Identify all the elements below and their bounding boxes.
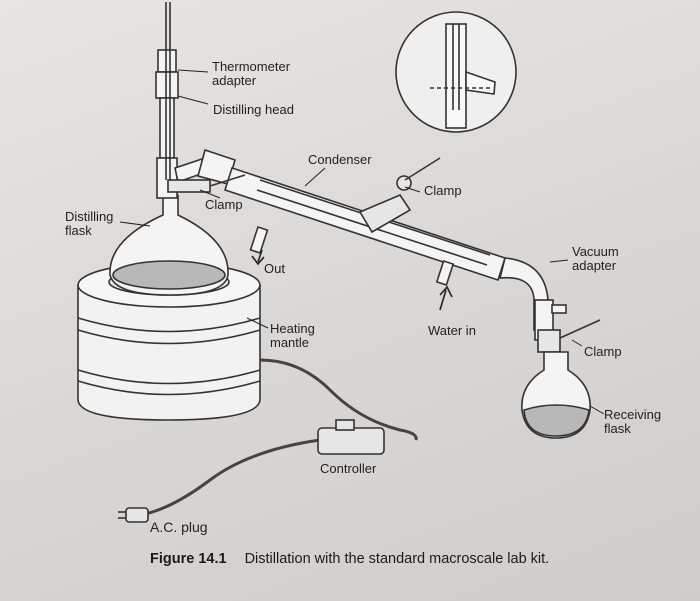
label-clamp-condenser: Clamp	[424, 183, 462, 198]
figure-caption: Figure 14.1 Distillation with the standar…	[150, 551, 549, 567]
water-in-arrow	[439, 285, 453, 311]
condenser	[223, 166, 507, 287]
figure-number: Figure 14.1	[150, 551, 227, 567]
label-receiving-flask: Receiving flask	[604, 407, 662, 436]
label-distilling-head: Distilling head	[213, 102, 294, 117]
label-ac-plug: A.C. plug	[150, 519, 208, 535]
water-out-arrow	[251, 249, 265, 266]
vacuum-adapter	[498, 257, 601, 353]
label-condenser: Condenser	[308, 152, 372, 167]
label-controller: Controller	[320, 461, 377, 476]
label-distilling-flask: Distilling flask	[65, 209, 114, 238]
controller-box	[317, 419, 385, 455]
ac-plug	[118, 507, 149, 523]
label-heating-mantle: Heating mantle	[270, 321, 315, 350]
flask-clamp	[167, 174, 246, 193]
label-thermometer-adapter: Thermometer adapter	[212, 59, 291, 88]
thermometer-inset	[395, 11, 517, 133]
condenser-clamp	[358, 157, 441, 234]
label-vacuum-adapter: Vacuum adapter	[572, 244, 619, 273]
receiving-flask	[521, 351, 591, 439]
power-cord	[139, 358, 418, 517]
distilling-flask	[109, 194, 229, 296]
side-arm	[174, 148, 236, 185]
label-clamp-receiver: Clamp	[584, 344, 622, 359]
label-clamp-flask: Clamp	[205, 197, 243, 212]
figure-caption-text: Distillation with the standard macroscal…	[244, 551, 550, 567]
label-water-in: Water in	[428, 323, 476, 338]
leader-lines	[119, 69, 605, 415]
label-out: Out	[264, 261, 285, 276]
